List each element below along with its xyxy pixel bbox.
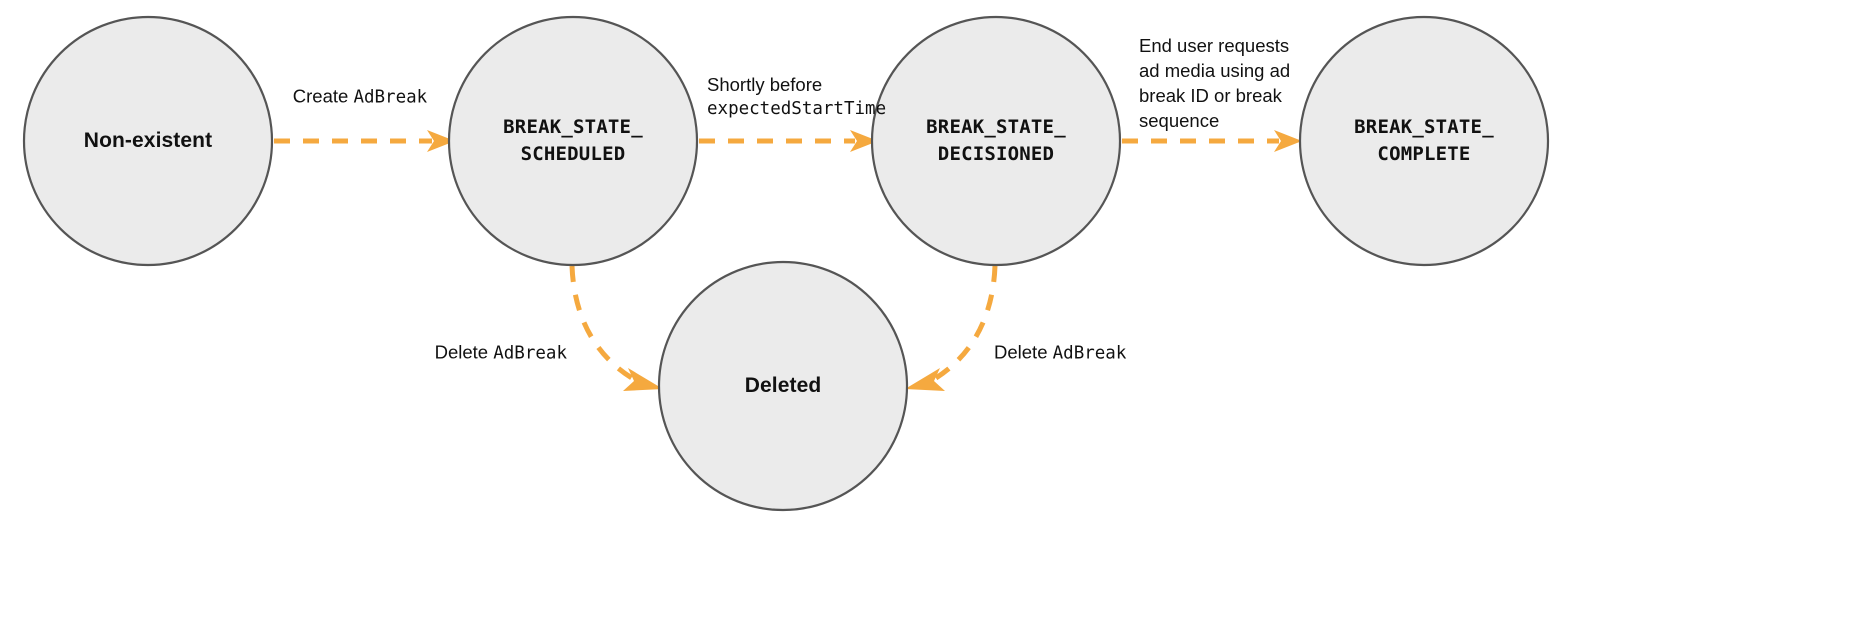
edge-delete-adbreak-from-decisioned[interactable] bbox=[905, 265, 998, 391]
node-non-existent[interactable] bbox=[22, 15, 274, 267]
edge-shortly-before-expected-start-time[interactable] bbox=[699, 130, 878, 152]
edge-delete-adbreak-from-scheduled[interactable] bbox=[569, 265, 663, 391]
edge-create-adbreak[interactable] bbox=[274, 130, 455, 152]
node-break-state-scheduled[interactable] bbox=[447, 15, 699, 267]
node-deleted[interactable] bbox=[657, 260, 909, 512]
edge-end-user-requests-ad-media[interactable] bbox=[1122, 130, 1302, 152]
node-break-state-complete[interactable] bbox=[1298, 15, 1550, 267]
node-break-state-decisioned[interactable] bbox=[870, 15, 1122, 267]
